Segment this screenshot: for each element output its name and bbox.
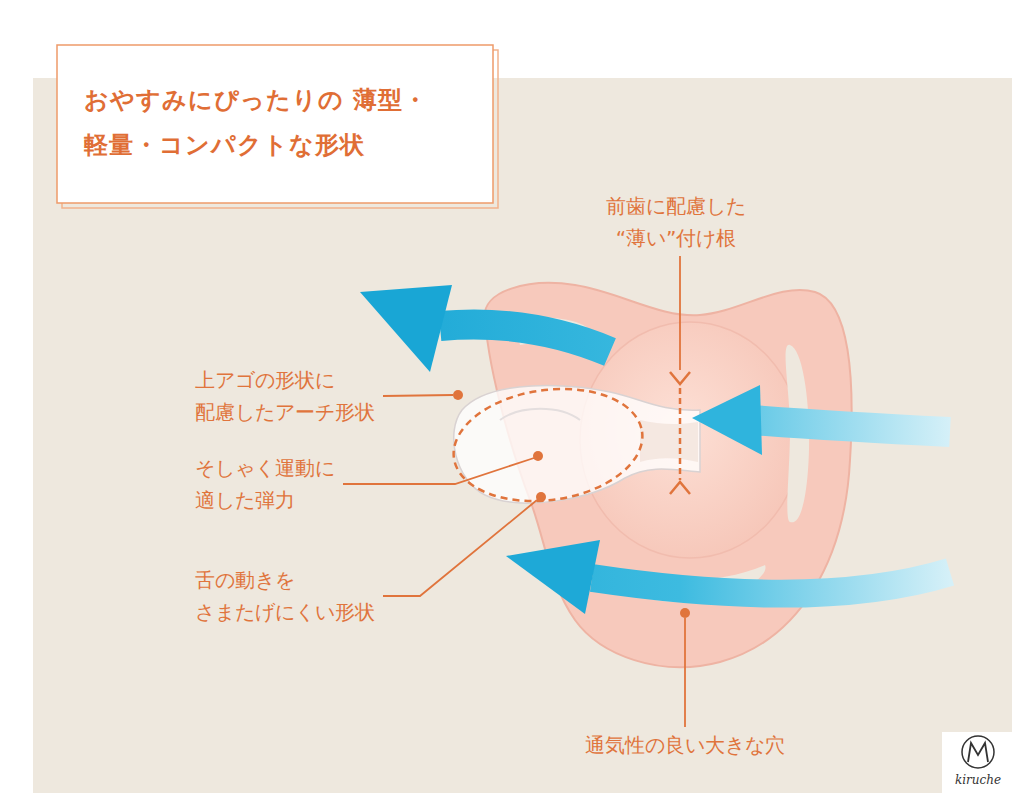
callout-dot <box>453 390 463 400</box>
title: おやすみにぴったりの 薄型・軽量・コンパクトな形状 <box>84 78 484 168</box>
thickness-chevron <box>670 482 690 494</box>
logo-circle <box>962 736 994 768</box>
title-frame <box>57 45 493 203</box>
air-flow-arrow <box>440 324 610 352</box>
air-flow-arrow <box>592 572 950 594</box>
thickness-line <box>679 388 682 480</box>
callout-dot <box>533 451 543 461</box>
callout-dot <box>536 492 546 502</box>
leader-line <box>679 256 681 370</box>
leader-line <box>684 618 686 727</box>
callout-label: 前歯に配慮した “薄い”付け根 <box>576 190 776 254</box>
callout-label: 舌の動きを さまたげにくい形状 <box>195 564 395 628</box>
logo-monogram <box>968 743 988 762</box>
air-flow-arrow <box>752 420 950 432</box>
air-flow-arrowhead <box>692 385 762 455</box>
watermark: kiruche <box>938 772 1018 788</box>
nipple-base <box>640 420 698 462</box>
nipple-detail <box>500 409 580 420</box>
leader-line <box>383 395 453 396</box>
leader-line <box>383 500 537 596</box>
air-flow-arrowhead <box>360 285 452 372</box>
callout-label: そしゃく運動に 適した弾力 <box>195 452 395 516</box>
leader-line <box>343 458 534 484</box>
air-flow-arrowhead <box>506 540 600 614</box>
thickness-chevron <box>670 372 690 384</box>
callout-label: 通気性の良い大きな穴 <box>555 729 815 761</box>
callout-label: 上アゴの形状に 配慮したアーチ形状 <box>195 364 395 428</box>
nipple <box>454 386 700 503</box>
callout-dot <box>680 608 690 618</box>
tip-outline <box>446 377 649 512</box>
